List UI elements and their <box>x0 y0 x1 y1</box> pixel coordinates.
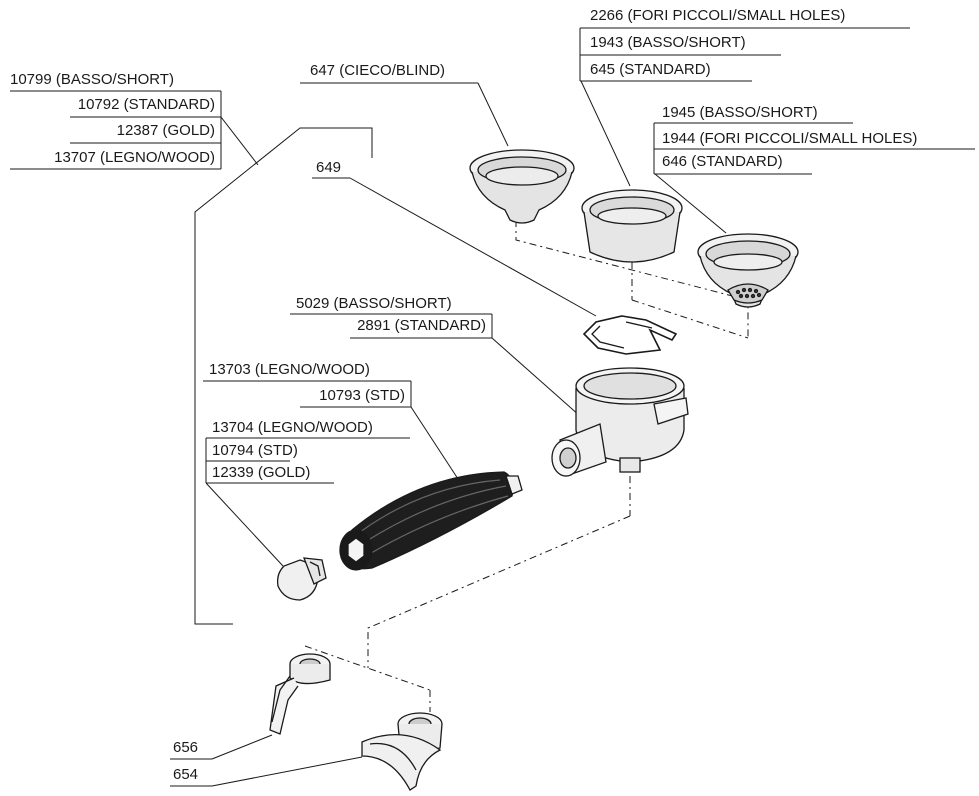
blind-basket-icon <box>469 149 575 224</box>
label-10799: 10799 (BASSO/SHORT) <box>10 71 174 88</box>
label-1944: 1944 (FORI PICCOLI/SMALL HOLES) <box>662 130 917 147</box>
label-646: 646 (STANDARD) <box>662 153 783 170</box>
leader-lines <box>194 80 727 787</box>
grip-labels: 13703 (LEGNO/WOOD) 10793 (STD) <box>203 361 412 408</box>
label-13703: 13703 (LEGNO/WOOD) <box>209 361 370 378</box>
filter-right-labels: 1945 (BASSO/SHORT) 1944 (FORI PICCOLI/SM… <box>653 104 975 175</box>
label-1945: 1945 (BASSO/SHORT) <box>662 104 818 121</box>
spout-labels: 656 654 <box>170 739 212 787</box>
label-649: 649 <box>316 159 341 176</box>
double-spout-icon <box>361 712 443 791</box>
label-13704: 13704 (LEGNO/WOOD) <box>212 419 373 436</box>
label-2266: 2266 (FORI PICCOLI/SMALL HOLES) <box>590 7 845 24</box>
portafilter-holder-icon <box>551 367 689 477</box>
label-13707: 13707 (LEGNO/WOOD) <box>54 149 215 166</box>
holder-labels: 5029 (BASSO/SHORT) 2891 (STANDARD) <box>290 295 493 339</box>
spring-labels: 649 <box>312 159 350 179</box>
label-10794: 10794 (STD) <box>212 442 298 459</box>
handle-group-labels: 10799 (BASSO/SHORT) 10792 (STANDARD) 123… <box>10 71 222 170</box>
label-645: 645 (STANDARD) <box>590 61 711 78</box>
label-2891: 2891 (STANDARD) <box>357 317 486 334</box>
knob-labels: 13704 (LEGNO/WOOD) 10794 (STD) 12339 (GO… <box>205 419 410 484</box>
filter-basket-holes-icon <box>697 233 799 308</box>
label-10793: 10793 (STD) <box>319 387 405 404</box>
filter-mid-labels: 2266 (FORI PICCOLI/SMALL HOLES) 1943 (BA… <box>579 7 910 82</box>
blind-basket-labels: 647 (CIECO/BLIND) <box>300 62 478 84</box>
label-10792: 10792 (STANDARD) <box>78 96 215 113</box>
end-knob-icon <box>276 557 327 601</box>
label-656: 656 <box>173 739 198 756</box>
label-12339: 12339 (GOLD) <box>212 464 310 481</box>
label-1943: 1943 (BASSO/SHORT) <box>590 34 746 51</box>
single-spout-icon <box>269 653 331 735</box>
assembly-lines <box>304 220 749 712</box>
retaining-spring-icon <box>582 315 678 355</box>
label-654: 654 <box>173 766 198 783</box>
filter-basket-standard-icon <box>581 189 683 263</box>
handle-grip-icon <box>339 471 523 571</box>
label-5029: 5029 (BASSO/SHORT) <box>296 295 452 312</box>
label-647: 647 (CIECO/BLIND) <box>310 62 445 79</box>
label-12387: 12387 (GOLD) <box>117 122 215 139</box>
